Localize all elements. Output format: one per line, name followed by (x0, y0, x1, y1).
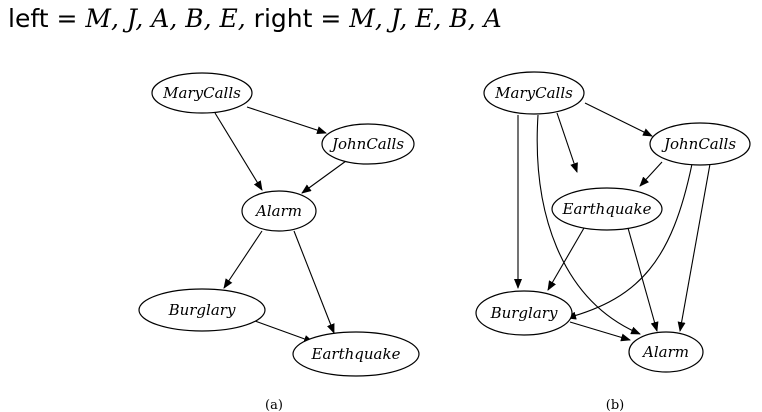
node-a-earthquake: Earthquake (292, 331, 420, 377)
edge-a-alarm-burglary (223, 230, 263, 289)
diagram-a: MaryCalls JohnCalls Alarm Burglary Earth… (138, 72, 420, 412)
left-label: left (8, 4, 49, 33)
left-equals: = (56, 4, 78, 33)
node-b-earthquake: Earthquake (551, 187, 663, 231)
edge-b-earthquake-alarm (627, 227, 659, 332)
edge-b-john-earthquake (639, 161, 663, 187)
right-label: right (253, 4, 313, 33)
edge-b-mary-john (584, 102, 653, 137)
node-a-johncalls-label: JohnCalls (329, 135, 404, 153)
diagram-b: MaryCalls JohnCalls Earthquake Burglary … (475, 71, 751, 412)
edge-b-burglary-alarm (569, 321, 631, 342)
caption-b: (b) (606, 398, 624, 412)
edge-a-mary-john (246, 106, 327, 134)
right-order: M, J, E, B, A (349, 4, 502, 33)
node-b-burglary-label: Burglary (490, 304, 558, 322)
node-a-burglary: Burglary (138, 288, 266, 332)
node-a-alarm-label: Alarm (254, 202, 302, 220)
diagram-a-edges (214, 106, 347, 343)
node-b-burglary: Burglary (475, 290, 573, 336)
edge-b-mary-alarm (536, 114, 641, 335)
edge-b-john-alarm (677, 163, 711, 332)
node-a-burglary-label: Burglary (168, 301, 236, 319)
edge-a-alarm-earthquake (293, 230, 335, 334)
ordering-heading: left = M, J, A, B, E, right = M, J, E, B… (8, 4, 502, 33)
edge-a-burglary-earthquake (254, 320, 314, 343)
node-b-marycalls-label: MaryCalls (494, 84, 573, 102)
node-b-alarm: Alarm (628, 331, 704, 373)
node-a-marycalls-label: MaryCalls (162, 84, 241, 102)
node-b-alarm-label: Alarm (641, 343, 689, 361)
diagram-b-edges (514, 102, 711, 342)
right-equals: = (320, 4, 342, 33)
node-b-johncalls-label: JohnCalls (661, 135, 736, 153)
node-b-marycalls: MaryCalls (483, 71, 585, 115)
node-a-johncalls: JohnCalls (321, 123, 415, 165)
node-b-earthquake-label: Earthquake (562, 200, 652, 218)
node-b-johncalls: JohnCalls (649, 122, 751, 166)
node-a-marycalls: MaryCalls (151, 72, 253, 114)
edge-a-mary-alarm (214, 112, 263, 191)
edge-b-earthquake-burglary (547, 227, 585, 291)
caption-a: (a) (265, 398, 283, 412)
edge-b-mary-earthquake (556, 112, 578, 173)
edge-a-john-alarm (301, 160, 347, 194)
node-a-alarm: Alarm (241, 190, 317, 232)
edge-b-john-burglary (566, 163, 693, 320)
node-a-earthquake-label: Earthquake (311, 345, 401, 363)
left-order: M, J, A, B, E, (85, 4, 246, 33)
